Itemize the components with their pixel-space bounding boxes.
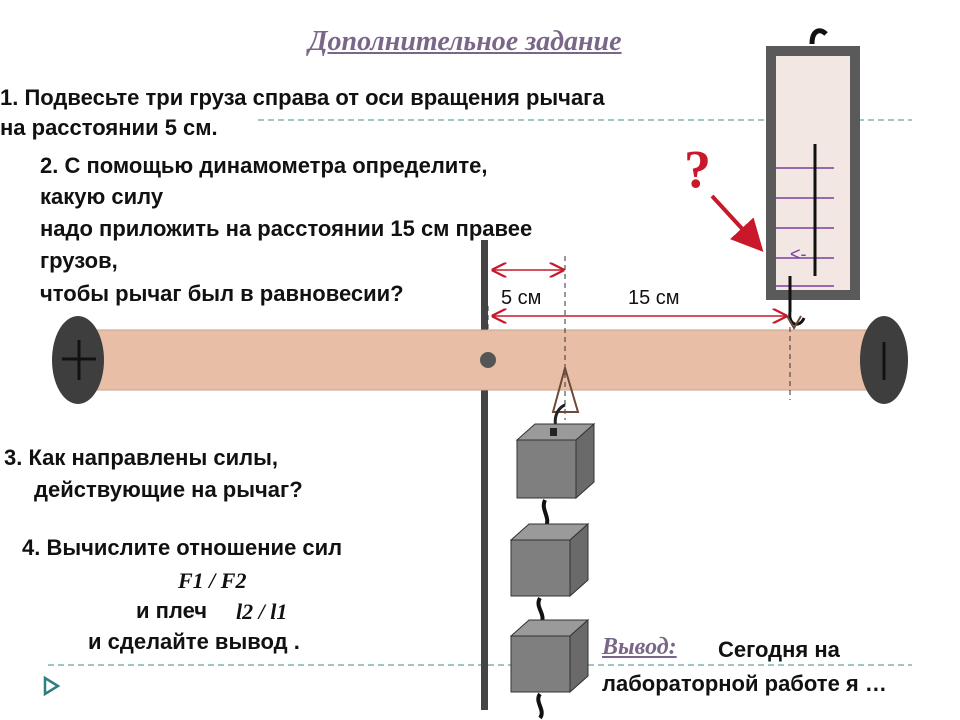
ratio-forces: F1 / F2 (178, 568, 247, 593)
page-title: Дополнительное задание (308, 26, 622, 57)
pointer-arrow-icon (710, 194, 764, 252)
stand-rod (481, 240, 488, 710)
weight-block-2-icon (509, 522, 590, 598)
task3-line2: действующие на рычаг? (34, 477, 303, 502)
distance-15cm-label: 15 см (628, 287, 680, 309)
conclusion-label: Вывод: (602, 634, 677, 660)
task4-line3-prefix: и плеч (136, 598, 208, 623)
task1-line2: на расстоянии 5 см. (0, 115, 218, 140)
pivot-axis (480, 352, 496, 368)
knob-right-icon (860, 316, 908, 404)
task2-line2: какую силу (40, 184, 164, 209)
knob-left-icon (52, 316, 104, 404)
task2-line3: надо приложить на расстоянии 15 см праве… (40, 216, 533, 241)
dynamometer (766, 28, 860, 330)
weight-block-3-icon (509, 618, 590, 694)
distance-5cm-label: 5 см (501, 287, 542, 309)
task1-line1: 1. Подвесьте три груза справа от оси вра… (0, 85, 605, 110)
conclusion-line1: Сегодня на (718, 637, 840, 662)
conclusion-line2: лабораторной работе я … (602, 671, 887, 696)
task2-line4: грузов, (40, 248, 118, 273)
task4-line4: и сделайте вывод . (88, 629, 300, 654)
dynamometer-pointer: <- (790, 244, 807, 264)
weight-block-1-icon (515, 422, 596, 500)
question-mark-icon: ? (684, 139, 711, 199)
task2-line1: 2. С помощью динамометра определите, (40, 153, 488, 178)
task3-line1: 3. Как направлены силы, (4, 445, 278, 470)
ratio-arms: l2 / l1 (236, 599, 288, 624)
task4-line1: 4. Вычислите отношение сил (22, 535, 343, 560)
play-triangle-icon (43, 675, 61, 697)
task2-line5: чтобы рычаг был в равновесии? (40, 281, 404, 306)
